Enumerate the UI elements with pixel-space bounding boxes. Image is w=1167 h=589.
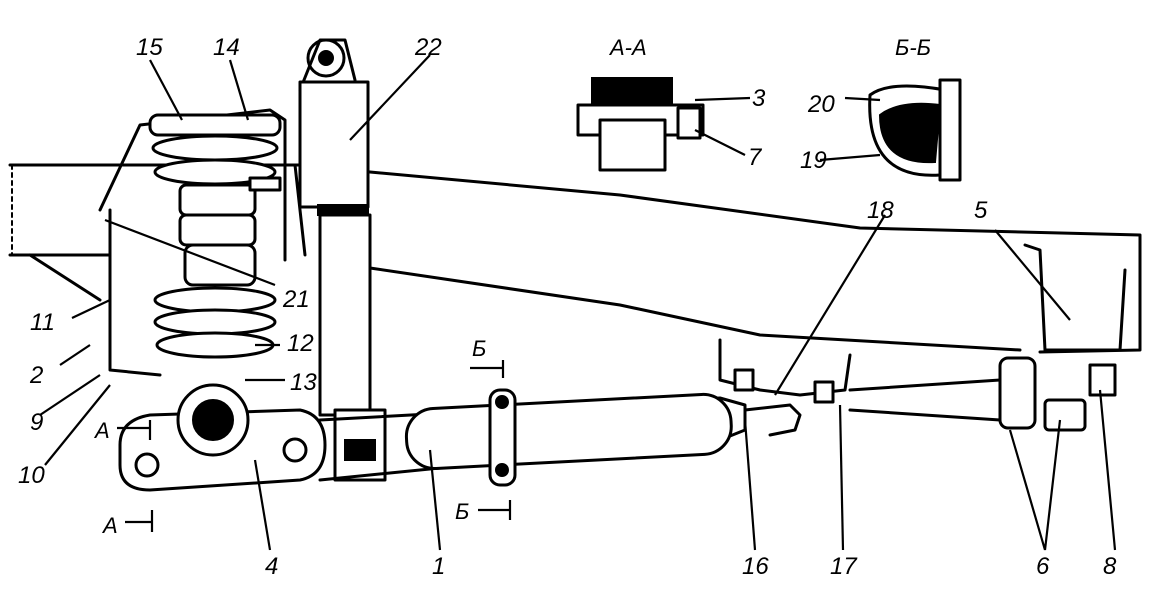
- callout-22: 22: [414, 34, 442, 61]
- leader-lines: [39, 54, 1117, 551]
- callout-14: 14: [213, 34, 240, 61]
- callout-21: 21: [282, 286, 310, 313]
- callout-7: 7: [748, 144, 763, 171]
- section-a-a: А-А: [576, 35, 705, 172]
- callout-16: 16: [742, 553, 769, 580]
- callout-labels: 15 14 22 3 7 20 19 18 5 11 2 9 10 21 12 …: [18, 34, 1117, 580]
- section-b-b-title: Б-Б: [895, 35, 931, 60]
- callout-11: 11: [30, 309, 55, 336]
- section-cut-marks: А А Б Б: [93, 336, 512, 538]
- body-bracket: [28, 108, 287, 377]
- a-mark-bottom: А: [101, 513, 118, 538]
- lower-arm: [118, 383, 327, 492]
- callout-2: 2: [29, 362, 43, 389]
- callout-13: 13: [290, 369, 317, 396]
- coil-spring: [148, 113, 282, 359]
- callout-1: 1: [432, 553, 445, 580]
- rod-assembly: [718, 338, 852, 437]
- callout-15: 15: [136, 34, 163, 61]
- callout-6: 6: [1036, 553, 1050, 580]
- callout-17: 17: [830, 553, 858, 580]
- callout-18: 18: [867, 197, 894, 224]
- b-mark-bottom: Б: [455, 499, 469, 524]
- section-b-b: Б-Б: [868, 35, 962, 182]
- rear-bracket: [848, 243, 1127, 432]
- callout-8: 8: [1103, 553, 1117, 580]
- b-mark-top: Б: [472, 336, 486, 361]
- callout-9: 9: [30, 409, 43, 436]
- callout-19: 19: [800, 147, 827, 174]
- callout-12: 12: [287, 330, 314, 357]
- callout-5: 5: [974, 197, 988, 224]
- trailing-link: [318, 388, 747, 487]
- shock-absorber: [293, 38, 387, 482]
- callout-20: 20: [807, 91, 835, 118]
- callout-4: 4: [265, 553, 278, 580]
- section-a-a-title: А-А: [608, 35, 647, 60]
- a-mark-top: А: [93, 418, 110, 443]
- callout-3: 3: [752, 85, 766, 112]
- callout-10: 10: [18, 462, 45, 489]
